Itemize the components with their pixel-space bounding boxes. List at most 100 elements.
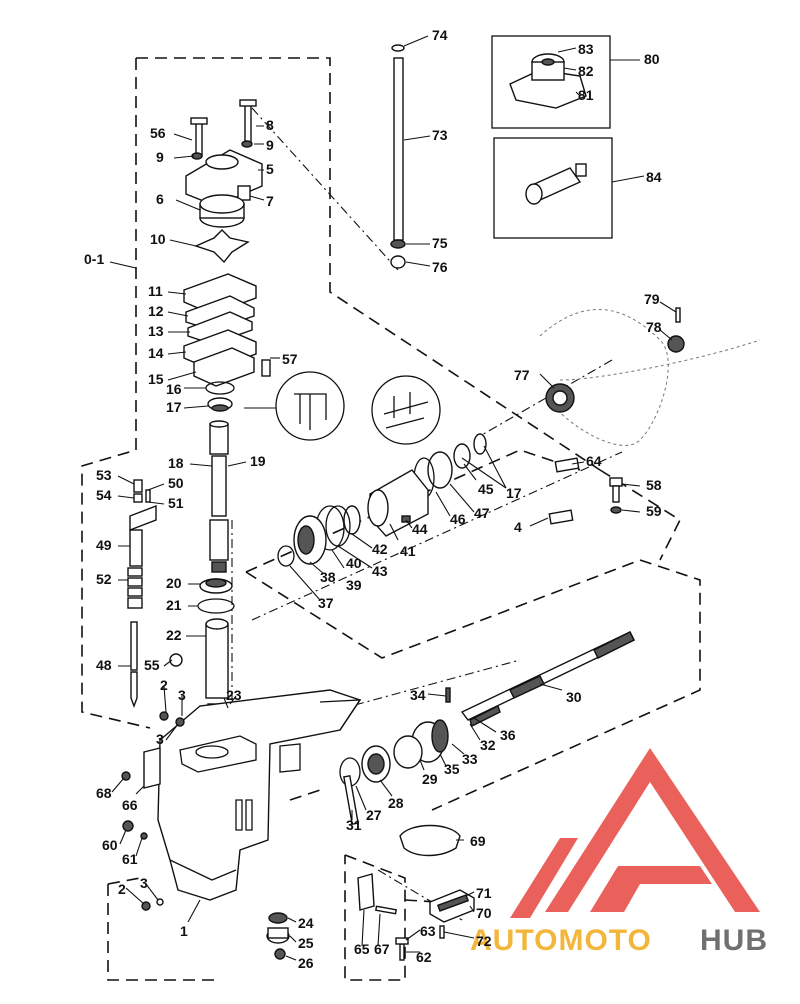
callout-67: 67: [374, 941, 390, 957]
callout-65: 65: [354, 941, 370, 957]
callout-53: 53: [96, 467, 112, 483]
callout-5: 5: [266, 161, 274, 177]
callout-28: 28: [388, 795, 404, 811]
callout-16: 16: [166, 381, 182, 397]
callout-76: 76: [432, 259, 448, 275]
callout-17-left: 17: [166, 399, 182, 415]
callout-61: 61: [122, 851, 138, 867]
callout-34: 34: [410, 687, 426, 703]
callout-73: 73: [432, 127, 448, 143]
callout-32: 32: [480, 737, 496, 753]
kit-box-80: [491, 35, 611, 129]
callout-59: 59: [646, 503, 662, 519]
kit-illustrations: [509, 53, 587, 205]
callout-13: 13: [148, 323, 164, 339]
callout-63: 63: [420, 923, 436, 939]
logo-text-automoto: AUTOMOTO: [470, 924, 652, 957]
callout-19: 19: [250, 453, 266, 469]
water-pump-parts: [183, 44, 406, 719]
callout-26: 26: [298, 955, 314, 971]
callout-68: 68: [96, 785, 112, 801]
callout-36: 36: [500, 727, 516, 743]
callout-51: 51: [168, 495, 184, 511]
callout-40: 40: [346, 555, 362, 571]
logo-triangle-mark: [510, 748, 760, 918]
callout-27: 27: [366, 807, 382, 823]
callout-56: 56: [150, 125, 166, 141]
callout-12: 12: [148, 303, 164, 319]
callout-46: 46: [450, 511, 466, 527]
callout-22: 22: [166, 627, 182, 643]
callout-42: 42: [372, 541, 388, 557]
callout-31: 31: [346, 817, 362, 833]
callout-81: 81: [578, 87, 594, 103]
callout-9-left: 9: [156, 149, 164, 165]
callout-62: 62: [416, 949, 432, 965]
kit-box-84: [493, 137, 613, 239]
callout-64: 64: [586, 453, 602, 469]
callout-77: 77: [514, 367, 530, 383]
callout-15: 15: [148, 371, 164, 387]
callout-29: 29: [422, 771, 438, 787]
callout-14: 14: [148, 345, 164, 361]
callout-38: 38: [320, 569, 336, 585]
callout-9-right: 9: [266, 137, 274, 153]
callout-49: 49: [96, 537, 112, 553]
automotohub-logo: AUTOMOTO HUB: [470, 748, 768, 957]
callout-72: 72: [476, 933, 492, 949]
callout-8: 8: [266, 117, 274, 133]
callout-39: 39: [346, 577, 362, 593]
callout-24: 24: [298, 915, 314, 931]
callout-52: 52: [96, 571, 112, 587]
callout-leaders: [109, 35, 677, 961]
callout-17-right: 17: [506, 485, 522, 501]
callout-7: 7: [266, 193, 274, 209]
callout-75: 75: [432, 235, 448, 251]
callout-25: 25: [298, 935, 314, 951]
callout-10: 10: [150, 231, 166, 247]
callout-4: 4: [514, 519, 522, 535]
callout-20: 20: [166, 575, 182, 591]
callout-70: 70: [476, 905, 492, 921]
callout-50: 50: [168, 475, 184, 491]
callout-0-1: 0-1: [84, 251, 104, 267]
callout-11: 11: [148, 283, 163, 299]
callout-48: 48: [96, 657, 112, 673]
callout-47: 47: [474, 505, 490, 521]
gear-housing: [121, 689, 362, 960]
callout-54: 54: [96, 487, 112, 503]
callout-23: 23: [226, 687, 242, 703]
callout-3-lower: 3: [140, 875, 148, 891]
callout-3-upper-a: 3: [178, 687, 186, 703]
callout-66: 66: [122, 797, 138, 813]
callout-60: 60: [102, 837, 118, 853]
callout-35: 35: [444, 761, 460, 777]
callout-18: 18: [168, 455, 184, 471]
callout-74: 74: [432, 27, 448, 43]
callout-80: 80: [644, 51, 660, 67]
callout-1: 1: [180, 923, 188, 939]
callout-58: 58: [646, 477, 662, 493]
callout-84: 84: [646, 169, 662, 185]
callout-37: 37: [318, 595, 334, 611]
callout-21: 21: [166, 597, 182, 613]
callout-6: 6: [156, 191, 164, 207]
shift-linkage-parts: [127, 479, 183, 708]
callout-labels: 74 73 75 76 80 83 82 81 84 56 8 9 9 5 7 …: [84, 27, 662, 971]
callout-78: 78: [646, 319, 662, 335]
callout-3-upper-b: 3: [156, 731, 164, 747]
callout-2-upper: 2: [160, 677, 168, 693]
callout-43: 43: [372, 563, 388, 579]
logo-text-hub: HUB: [700, 924, 768, 957]
callout-82: 82: [578, 63, 594, 79]
callout-79: 79: [644, 291, 660, 307]
callout-55: 55: [144, 657, 160, 673]
callout-44: 44: [412, 521, 428, 537]
callout-2-lower: 2: [118, 881, 126, 897]
callout-33: 33: [462, 751, 478, 767]
callout-30: 30: [566, 689, 582, 705]
callout-41: 41: [400, 543, 416, 559]
callout-69: 69: [470, 833, 486, 849]
callout-83: 83: [578, 41, 594, 57]
